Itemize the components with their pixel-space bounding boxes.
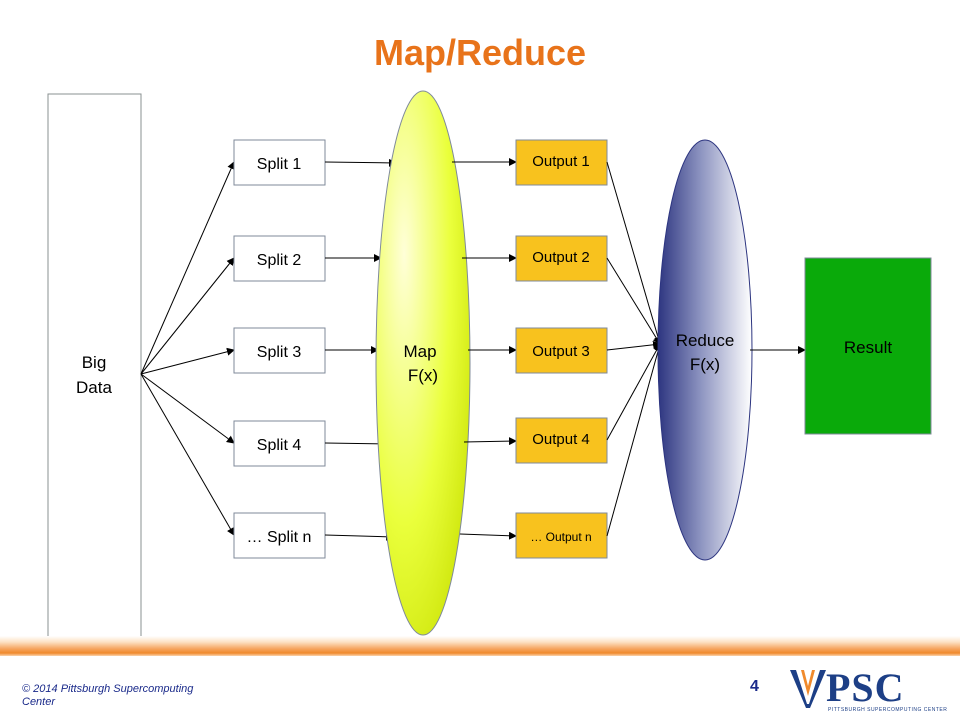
output-4-box	[515, 417, 608, 464]
output-2-label: Output 2	[532, 249, 590, 266]
arrow-to-split-n	[140, 373, 235, 536]
arrow-map-to-output-4	[463, 437, 517, 446]
map-to-output-arrows	[452, 158, 517, 540]
arrow-output-3-to-reduce	[606, 340, 661, 351]
arrow-split-4-to-map	[324, 439, 387, 448]
output-to-reduce-arrows	[606, 161, 662, 537]
result-box	[804, 257, 932, 435]
copyright-line1: © 2014 Pittsburgh Supercomputing	[22, 683, 194, 695]
map-label-line1: Map	[403, 342, 436, 361]
output-2-box	[515, 235, 608, 282]
output-n-label: … Output n	[530, 530, 591, 544]
split-2-box	[233, 235, 326, 282]
logo-subtitle: PITTSBURGH SUPERCOMPUTING CENTER	[828, 707, 948, 713]
split-3-box	[233, 327, 326, 374]
split-2-label: Split 2	[257, 252, 302, 269]
psc-v-logo-icon	[790, 670, 826, 708]
split-n-box	[233, 512, 326, 559]
arrow-to-split-1	[140, 161, 235, 375]
output-4-label: Output 4	[532, 431, 590, 448]
output-3-box	[515, 327, 608, 374]
arrow-map-to-output-n	[459, 531, 517, 540]
split-n-label: … Split n	[247, 529, 312, 546]
split-1-label: Split 1	[257, 156, 302, 173]
page-number: 4	[750, 678, 759, 695]
big-data-box	[47, 93, 142, 655]
big-data-to-split-arrows	[140, 161, 235, 536]
arrow-output-1-to-reduce	[606, 161, 662, 345]
page-title: Map/Reduce	[373, 32, 587, 73]
copyright-line2: Center	[22, 696, 56, 708]
output-n-box	[515, 512, 608, 559]
arrow-to-split-3	[140, 347, 235, 375]
arrow-output-4-to-reduce	[606, 343, 661, 441]
footer-band	[0, 636, 960, 656]
reduce-ellipse	[657, 139, 753, 561]
reduce-label-line2: F(x)	[690, 355, 720, 374]
arrow-output-2-to-reduce	[606, 257, 661, 345]
split-boxes: Split 1 Split 2 Split 3 Split 4 … Split …	[233, 139, 326, 559]
output-1-box	[515, 139, 608, 186]
output-boxes: Output 1 Output 2 Output 3 Output 4 … Ou…	[515, 139, 608, 559]
map-label-line2: F(x)	[408, 366, 438, 385]
result-label: Result	[844, 338, 892, 357]
logo-text: PSC	[826, 665, 905, 710]
output-3-label: Output 3	[532, 343, 590, 360]
copyright-notice: © 2014 Pittsburgh Supercomputing Center	[22, 683, 242, 709]
arrow-split-n-to-map	[324, 532, 394, 541]
output-1-label: Output 1	[532, 153, 590, 170]
split-to-map-arrows	[324, 158, 397, 541]
psc-logo: PSC PITTSBURGH SUPERCOMPUTING CENTER	[790, 664, 948, 716]
split-4-label: Split 4	[257, 437, 302, 454]
arrow-to-split-4	[140, 373, 235, 444]
split-1-box	[233, 139, 326, 186]
arrow-to-split-2	[140, 257, 235, 375]
big-data-label-line2: Data	[76, 378, 112, 397]
arrow-split-1-to-map	[324, 158, 397, 167]
reduce-label-line1: Reduce	[676, 331, 735, 350]
arrow-output-n-to-reduce	[606, 343, 662, 537]
big-data-label-line1: Big	[82, 353, 107, 372]
split-3-label: Split 3	[257, 344, 302, 361]
split-4-box	[233, 420, 326, 467]
map-ellipse	[375, 90, 471, 636]
